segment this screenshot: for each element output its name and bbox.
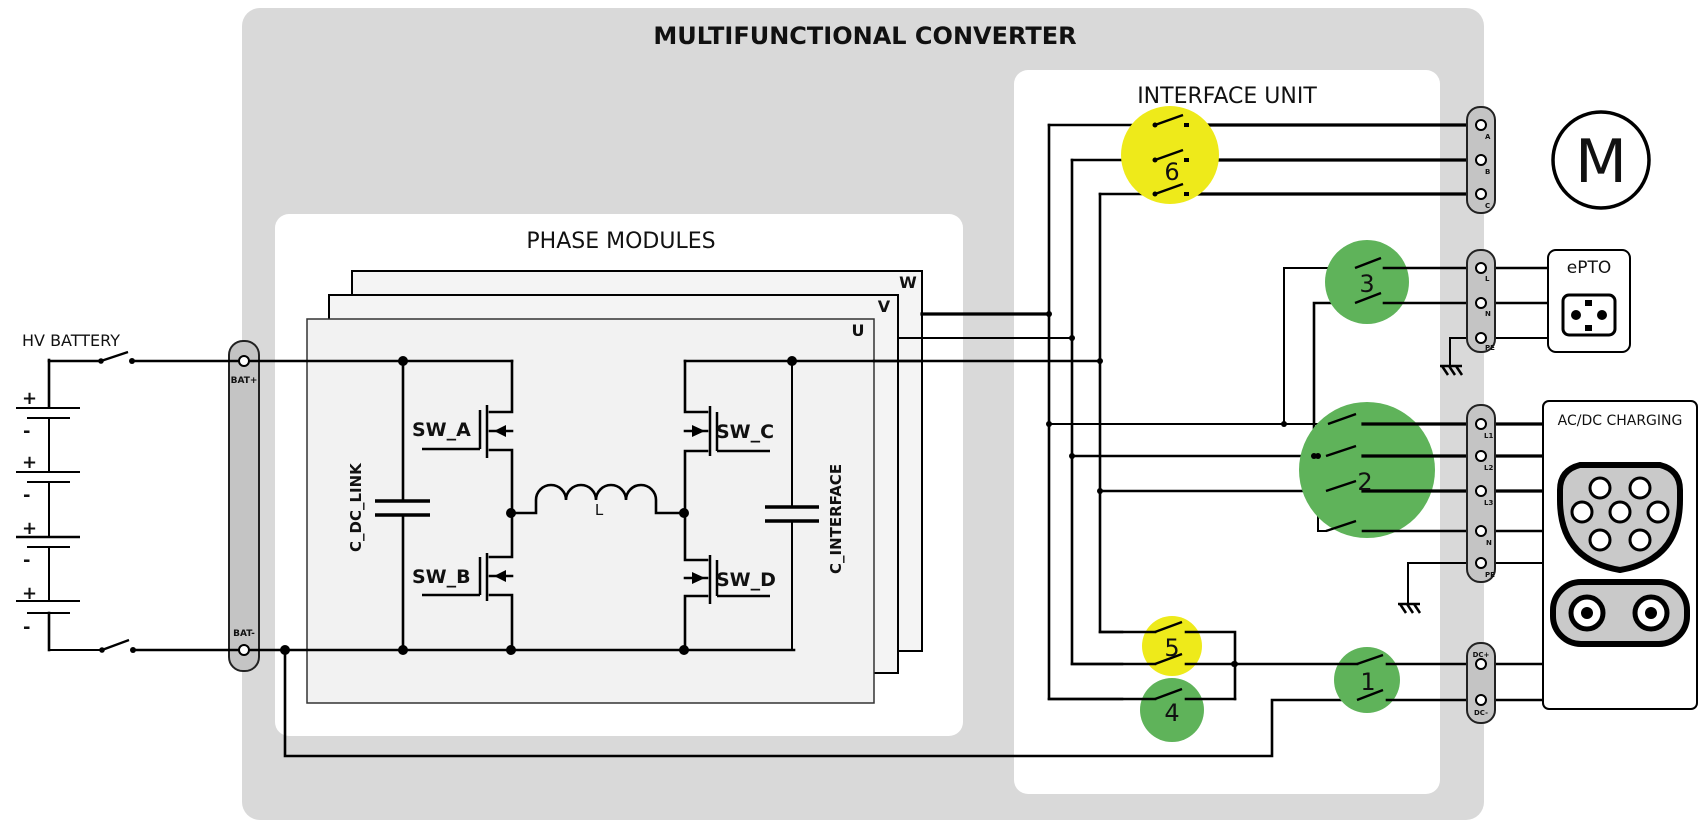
svg-text:B: B: [1485, 168, 1490, 176]
sw-a-label: SW_A: [412, 419, 471, 441]
sw-d-label: SW_D: [716, 569, 776, 591]
epto-terminal-strip: L N PE: [1466, 249, 1496, 353]
sw-b-label: SW_B: [412, 566, 471, 588]
cell-1-minus: -: [23, 421, 30, 442]
cell-4-minus: -: [23, 617, 30, 638]
cell-4-plus: +: [22, 583, 37, 604]
inductor-label: L: [595, 501, 604, 519]
svg-text:L: L: [1485, 275, 1490, 283]
contactor-4[interactable]: [1047, 687, 1237, 701]
contactor-2-highlight: [1299, 402, 1435, 538]
battery-main-switch-bottom[interactable]: [101, 638, 130, 652]
svg-text:C: C: [1485, 202, 1490, 210]
contactor-2[interactable]: [1325, 412, 1545, 533]
epto-label: ePTO: [1567, 258, 1611, 278]
battery-main-switch-top[interactable]: [100, 350, 129, 363]
charging-connector-ac-icon: [1557, 462, 1683, 574]
battery-stack: [16, 358, 80, 652]
svg-text:PE: PE: [1485, 344, 1495, 352]
svg-text:A: A: [1485, 133, 1491, 141]
cell-2-plus: +: [22, 452, 37, 473]
switch-sw-a: [422, 405, 514, 458]
contactor-4-label: 4: [1164, 699, 1179, 727]
motor-label: M: [1575, 127, 1627, 197]
cell-1-plus: +: [22, 388, 37, 409]
switch-sw-b: [422, 553, 514, 601]
dc-return-wire: [283, 648, 1359, 758]
phase-label-u: U: [852, 321, 865, 340]
terminal-bat-plus-label: BAT+: [231, 376, 258, 386]
interface-unit-title: INTERFACE UNIT: [1137, 84, 1317, 109]
svg-text:PE: PE: [1485, 571, 1495, 579]
switch-sw-c: [683, 406, 770, 456]
phase-label-w: W: [899, 273, 917, 292]
svg-text:DC-: DC-: [1474, 709, 1488, 717]
phase-modules-title: PHASE MODULES: [526, 229, 715, 254]
svg-text:L1: L1: [1484, 432, 1493, 440]
charging-connector-dc-icon: [1550, 579, 1690, 647]
svg-text:L2: L2: [1484, 464, 1493, 472]
battery-terminal-strip: [228, 340, 260, 672]
motor-icon: [1551, 110, 1651, 210]
c-interface-label: C_INTERFACE: [827, 464, 845, 574]
ground-icon-epto: [1440, 364, 1464, 376]
svg-text:L3: L3: [1484, 499, 1493, 507]
motor-terminal-strip: A B C: [1466, 106, 1496, 214]
contactor-1-label: 1: [1360, 668, 1375, 696]
ground-icon-charging: [1398, 602, 1422, 614]
contactor-2-label: 2: [1357, 468, 1372, 496]
converter-title: MULTIFUNCTIONAL CONVERTER: [653, 22, 1076, 50]
sw-c-label: SW_C: [716, 421, 774, 443]
charging-label: AC/DC CHARGING: [1558, 413, 1683, 429]
dc-charging-terminal-strip: DC+ DC-: [1466, 642, 1496, 724]
phase-module-u: [306, 318, 875, 704]
contactor-6[interactable]: [1152, 113, 1190, 197]
contactor-3-label: 3: [1359, 270, 1374, 298]
c-dc-link-label: C_DC_LINK: [347, 462, 365, 552]
terminal-bat-plus[interactable]: [238, 355, 250, 367]
terminal-bat-minus-label: BAT-: [233, 629, 255, 639]
cell-2-minus: -: [23, 485, 30, 506]
charging-terminal-strip: L1 L2 L3 N PE: [1466, 404, 1496, 583]
battery-label: HV BATTERY: [22, 331, 120, 350]
phase-label-v: V: [878, 297, 891, 316]
switch-sw-d: [683, 555, 770, 604]
svg-text:N: N: [1485, 310, 1491, 318]
svg-text:N: N: [1486, 539, 1492, 547]
contactor-5[interactable]: [1070, 620, 1359, 701]
inductor-l: [509, 483, 687, 515]
terminal-bat-minus[interactable]: [238, 644, 250, 656]
cell-3-minus: -: [23, 550, 30, 571]
contactor-4-highlight: [1140, 678, 1204, 742]
contactor-6-label: 6: [1164, 158, 1179, 186]
interface-unit-panel: [1014, 70, 1440, 794]
svg-text:DC+: DC+: [1473, 651, 1490, 659]
cell-3-plus: +: [22, 518, 37, 539]
socket-icon: [1561, 293, 1617, 337]
contactor-5-label: 5: [1164, 634, 1179, 662]
